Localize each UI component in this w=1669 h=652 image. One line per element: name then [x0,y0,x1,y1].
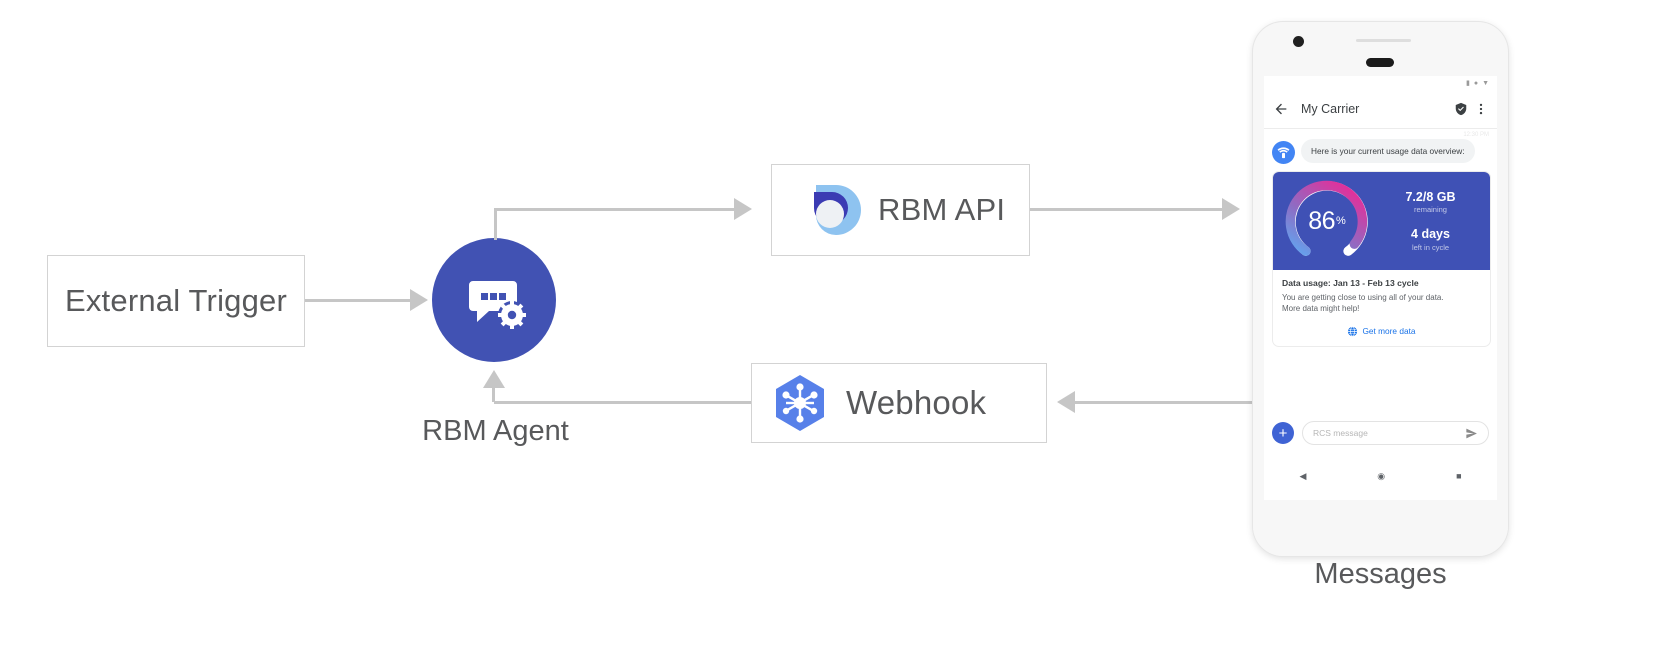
intro-message-bubble: Here is your current usage data overview… [1301,139,1475,164]
message-row-intro: Here is your current usage data overview… [1272,139,1489,164]
get-more-data-button[interactable]: Get more data [1273,319,1490,346]
conversation-title: My Carrier [1301,102,1360,116]
verified-shield-icon[interactable] [1454,102,1468,116]
messages-label: Messages [1314,558,1447,590]
earpiece-speaker-icon [1366,58,1394,67]
card-description: You are getting close to using all of yo… [1282,292,1481,315]
rcs-message-input[interactable]: RCS message [1302,421,1489,445]
android-nav-bar: ◀ ◉ ■ [1264,463,1497,489]
phone-device: ▮ ● ▼ My Carrier 12:30 PM [1253,22,1508,556]
card-title: Data usage: Jan 13 - Feb 13 cycle [1282,278,1419,288]
nav-back-icon[interactable]: ◀ [1299,470,1307,481]
card-hero-stats: 7.2/8 GB remaining 4 days left in cycle [1373,190,1490,253]
webhook-hexagon-icon [776,375,824,431]
data-usage-rich-card[interactable]: 86 % 7.2/8 GB remaining 4 days left in c… [1272,171,1491,347]
get-more-data-label: Get more data [1362,326,1416,337]
send-icon[interactable] [1465,427,1478,440]
webhook-label: Webhook [846,384,987,421]
battery-icon: ▼ [1482,79,1489,87]
carrier-wifi-avatar-icon [1272,141,1295,164]
wifi-icon: ● [1473,79,1479,87]
external-trigger-label: External Trigger [64,283,288,318]
stat-days-left-label: left in cycle [1411,242,1450,252]
card-description-line-2: More data might help! [1282,304,1360,314]
usage-gauge: 86 % [1281,175,1373,267]
gauge-center-value: 86 % [1281,175,1373,267]
gauge-percent-sign: % [1336,215,1346,227]
phone-screen: ▮ ● ▼ My Carrier 12:30 PM [1264,76,1497,501]
nav-home-icon[interactable]: ◉ [1377,470,1386,481]
rbm-agent-label: RBM Agent [422,415,569,447]
card-description-line-1: You are getting close to using all of yo… [1282,293,1444,302]
rbm-agent-node[interactable] [432,238,556,362]
proximity-sensor-icon [1356,39,1411,42]
rbm-api-label: RBM API [878,192,1006,227]
front-camera-icon [1293,36,1304,47]
gauge-arc [1285,180,1368,256]
card-body: Data usage: Jan 13 - Feb 13 cycle You ar… [1273,270,1490,319]
webhook-node[interactable]: Webhook [751,363,1047,443]
stat-days-left-value: 4 days [1411,227,1450,241]
rcs-message-placeholder: RCS message [1313,428,1368,438]
gauge-percent: 86 [1308,206,1336,235]
card-hero: 86 % 7.2/8 GB remaining 4 days left in c… [1273,172,1490,270]
external-trigger-node[interactable]: External Trigger [47,255,305,347]
conversation-thread: Here is your current usage data overview… [1264,129,1497,347]
attach-plus-button[interactable]: + [1272,422,1294,444]
message-composer: + RCS message [1264,411,1497,455]
signal-icon: ▮ [1465,79,1470,87]
app-bar: My Carrier 12:30 PM [1264,90,1497,138]
nav-recents-icon[interactable]: ■ [1456,470,1462,481]
stat-data-remaining-label: remaining [1414,205,1447,215]
phone-bezel-top [1253,22,1508,76]
back-arrow-icon[interactable] [1273,101,1289,117]
rbm-api-node[interactable]: RBM API [771,164,1030,256]
phone-bezel-bottom [1253,500,1508,556]
globe-icon [1348,326,1358,337]
stat-data-remaining-value: 7.2/8 GB [1405,189,1456,204]
chat-gear-icon [469,281,526,329]
message-timestamp: 12:30 PM [1463,132,1489,138]
more-vert-icon[interactable] [1474,102,1488,116]
status-bar: ▮ ● ▼ [1264,76,1497,90]
rbm-api-logo-icon [806,185,861,235]
